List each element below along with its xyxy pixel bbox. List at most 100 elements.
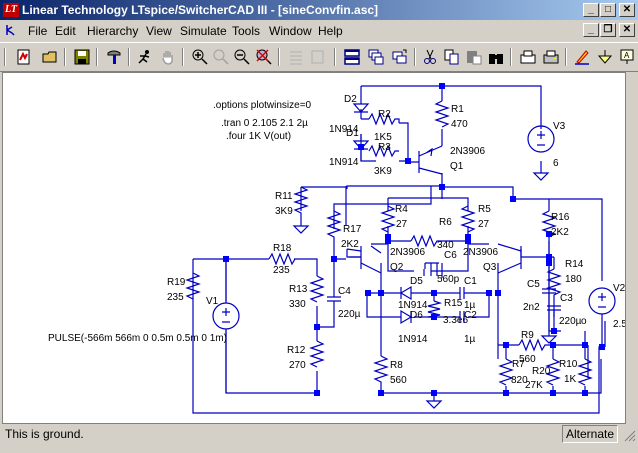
label-Q1[interactable]: Q1 bbox=[450, 161, 464, 172]
menu-tools[interactable]: Tools bbox=[232, 24, 261, 38]
doc-restore-button[interactable]: ❐ bbox=[600, 23, 616, 37]
value-R2[interactable]: 1K5 bbox=[374, 132, 392, 143]
label-C3[interactable]: C3 bbox=[560, 293, 573, 304]
label-Q2[interactable]: Q2 bbox=[390, 262, 404, 273]
zoom-out-icon[interactable] bbox=[232, 47, 252, 67]
value-C5[interactable]: 2n2 bbox=[523, 302, 540, 313]
label-Q3[interactable]: Q3 bbox=[483, 262, 497, 273]
print-preview-icon[interactable] bbox=[518, 47, 538, 67]
tran-directive[interactable]: .tran 0 2.105 2.1 2µ bbox=[221, 118, 308, 129]
label-R20[interactable]: R20 bbox=[532, 366, 551, 377]
label-R19[interactable]: R19 bbox=[167, 277, 186, 288]
net-label-out[interactable]: o bbox=[581, 316, 587, 327]
zoom-fit-icon[interactable] bbox=[254, 47, 274, 67]
label-R3[interactable]: R3 bbox=[378, 142, 391, 153]
label-R13[interactable]: R13 bbox=[289, 284, 308, 295]
value-C4[interactable]: 220µ bbox=[338, 309, 361, 320]
label-R11[interactable]: R11 bbox=[275, 191, 293, 202]
label-C4[interactable]: C4 bbox=[338, 286, 351, 297]
pan-zoom-icon[interactable] bbox=[211, 47, 231, 67]
view-spice-icon[interactable] bbox=[308, 47, 328, 67]
value-R15[interactable]: 3.3e6 bbox=[443, 315, 468, 326]
value-R10[interactable]: 1K bbox=[564, 374, 577, 385]
menu-view[interactable]: View bbox=[146, 24, 172, 38]
label-R1[interactable]: R1 bbox=[451, 104, 464, 115]
value-R12[interactable]: 270 bbox=[289, 360, 306, 371]
label-R10[interactable]: R10 bbox=[559, 359, 578, 370]
value-V1[interactable]: PULSE(-566m 566m 0 0.5m 0.5m 0 1m) bbox=[48, 333, 227, 344]
menu-file[interactable]: File bbox=[28, 24, 48, 38]
value-C6[interactable]: 560p bbox=[437, 274, 460, 285]
menu-window[interactable]: Window bbox=[269, 24, 312, 38]
label-C6[interactable]: C6 bbox=[444, 250, 457, 261]
run-icon[interactable] bbox=[134, 47, 154, 67]
schematic-drawing[interactable]: .options plotwinsize=0 .tran 0 2.105 2.1… bbox=[3, 73, 627, 423]
label-D2[interactable]: D2 bbox=[344, 94, 357, 105]
label-net-icon[interactable]: A bbox=[617, 47, 637, 67]
label-C1[interactable]: C1 bbox=[464, 276, 477, 287]
label-D1[interactable]: D1 bbox=[346, 128, 359, 139]
menu-hierarchy[interactable]: Hierarchy bbox=[87, 24, 139, 38]
label-R6[interactable]: R6 bbox=[439, 217, 452, 228]
label-R7[interactable]: R7 bbox=[512, 359, 525, 370]
cut-icon[interactable] bbox=[420, 47, 440, 67]
value-D5[interactable]: 1N914 bbox=[398, 300, 428, 311]
value-R9[interactable]: 560 bbox=[519, 354, 536, 365]
open-folder-icon[interactable] bbox=[40, 47, 60, 67]
hammer-icon[interactable] bbox=[104, 47, 124, 67]
vertical-scrollbar[interactable] bbox=[626, 72, 636, 422]
value-C3[interactable]: 220µ bbox=[559, 316, 582, 327]
value-R8[interactable]: 560 bbox=[390, 375, 407, 386]
label-R17[interactable]: R17 bbox=[343, 224, 362, 235]
value-R7[interactable]: 820 bbox=[511, 375, 528, 386]
four-directive[interactable]: .four 1K V(out) bbox=[226, 131, 291, 142]
value-R3[interactable]: 3K9 bbox=[374, 166, 392, 177]
value-R4[interactable]: 27 bbox=[396, 219, 408, 230]
tile-horizontal-icon[interactable] bbox=[342, 47, 362, 67]
label-R9[interactable]: R9 bbox=[521, 330, 534, 341]
resize-grip-icon[interactable] bbox=[624, 430, 636, 442]
value-D1[interactable]: 1N914 bbox=[329, 157, 359, 168]
doc-close-button[interactable]: ✕ bbox=[619, 23, 635, 37]
doc-minimize-button[interactable]: _ bbox=[583, 23, 599, 37]
value-V2[interactable]: 2.5 bbox=[613, 319, 627, 330]
value-R17[interactable]: 2K2 bbox=[341, 239, 359, 250]
value-R6[interactable]: 340 bbox=[437, 240, 454, 251]
value-C1[interactable]: 1µ bbox=[464, 300, 476, 311]
label-R8[interactable]: R8 bbox=[390, 360, 403, 371]
zoom-in-icon[interactable] bbox=[190, 47, 210, 67]
new-schematic-icon[interactable] bbox=[14, 47, 34, 67]
value-V3[interactable]: 6 bbox=[553, 158, 559, 169]
value-D6[interactable]: 1N914 bbox=[398, 334, 428, 345]
label-C5[interactable]: C5 bbox=[527, 279, 540, 290]
label-R15[interactable]: R15 bbox=[444, 298, 463, 309]
value-Q1[interactable]: 2N3906 bbox=[450, 146, 485, 157]
label-V2[interactable]: V2 bbox=[613, 283, 626, 294]
label-R12[interactable]: R12 bbox=[287, 345, 306, 356]
copy-icon[interactable] bbox=[442, 47, 462, 67]
minimize-button[interactable]: _ bbox=[583, 3, 599, 17]
find-binoculars-icon[interactable] bbox=[486, 47, 506, 67]
label-R5[interactable]: R5 bbox=[478, 204, 491, 215]
label-R4[interactable]: R4 bbox=[395, 204, 408, 215]
value-D2[interactable]: 1N914 bbox=[329, 124, 359, 135]
menu-simulate[interactable]: Simulate bbox=[180, 24, 227, 38]
halt-hand-icon[interactable] bbox=[158, 47, 178, 67]
label-R18[interactable]: R18 bbox=[273, 243, 292, 254]
label-R14[interactable]: R14 bbox=[565, 259, 584, 270]
options-directive[interactable]: .options plotwinsize=0 bbox=[213, 100, 312, 111]
value-C2[interactable]: 1µ bbox=[464, 334, 476, 345]
value-R20[interactable]: 27K bbox=[525, 380, 543, 391]
autorange-icon[interactable] bbox=[286, 47, 306, 67]
schematic-doc-icon[interactable] bbox=[4, 23, 20, 37]
label-R2[interactable]: R2 bbox=[378, 109, 391, 120]
value-Q3[interactable]: 2N3906 bbox=[463, 247, 498, 258]
value-Q2[interactable]: 2N3906 bbox=[390, 247, 425, 258]
schematic-canvas[interactable]: .options plotwinsize=0 .tran 0 2.105 2.1… bbox=[2, 72, 627, 424]
value-R18[interactable]: 235 bbox=[273, 265, 290, 276]
lt-logo-icon[interactable]: LT bbox=[3, 3, 19, 17]
label-V1[interactable]: V1 bbox=[206, 296, 219, 307]
label-R16[interactable]: R16 bbox=[551, 212, 570, 223]
menu-edit[interactable]: Edit bbox=[55, 24, 76, 38]
save-icon[interactable] bbox=[72, 47, 92, 67]
